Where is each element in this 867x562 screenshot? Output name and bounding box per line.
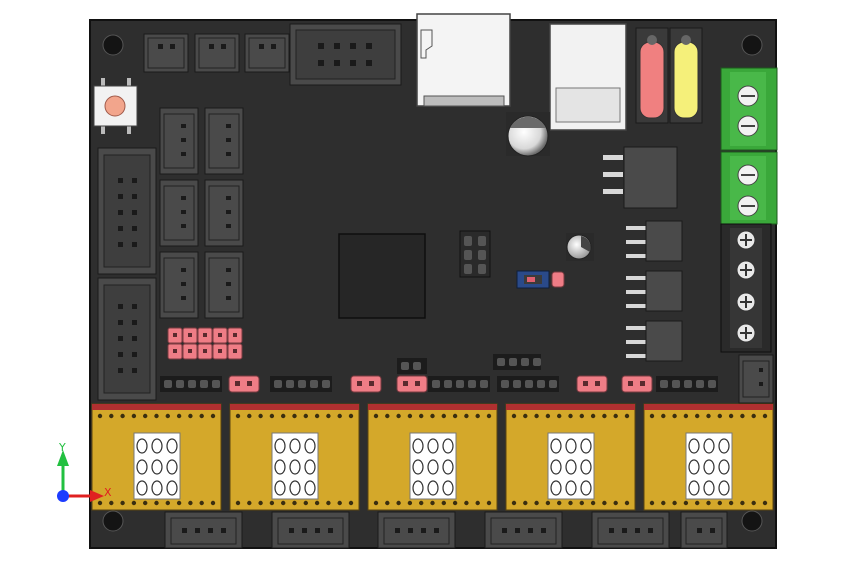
x-axis-arrow — [90, 490, 104, 502]
driver-module — [229, 403, 360, 511]
z-axis-dot — [57, 490, 69, 502]
jst-connector — [194, 33, 240, 73]
green-terminal — [720, 151, 778, 225]
mounting-hole — [102, 510, 124, 532]
mounting-hole — [102, 34, 124, 56]
pink-jumper-block — [167, 327, 243, 360]
green-terminal — [720, 67, 778, 151]
bottom-jst-connectors — [164, 511, 728, 549]
stepper-driver-modules — [91, 403, 774, 511]
y-axis-label: Y — [59, 441, 66, 454]
center-pin-header — [459, 230, 491, 278]
usb-port — [549, 23, 627, 131]
status-leds — [635, 27, 703, 124]
idc-connector-top — [289, 23, 402, 86]
terminal-blocks — [720, 67, 778, 404]
mounting-hole — [741, 34, 763, 56]
axis-triad — [57, 450, 104, 502]
y-axis-arrow — [57, 450, 69, 466]
jst-connector — [143, 33, 189, 73]
crystal — [566, 233, 594, 261]
led-red — [639, 41, 665, 119]
mounting-hole — [741, 510, 763, 532]
led-yellow — [673, 41, 699, 119]
driver-module — [505, 403, 636, 511]
blue-dip-switch — [516, 270, 565, 289]
left-idc-connectors — [97, 147, 157, 401]
mounting-holes — [102, 34, 763, 532]
x-axis-label: X — [104, 486, 112, 499]
driver-module — [643, 403, 774, 511]
sd-card-slot — [416, 13, 511, 107]
top-jst-connectors — [143, 23, 402, 86]
driver-module — [91, 403, 222, 511]
voltage-regulators — [603, 146, 683, 362]
small-jst-right — [738, 354, 774, 404]
endstop-header-row — [160, 354, 718, 393]
black-terminal — [720, 223, 772, 353]
driver-module — [367, 403, 498, 511]
jst-connector — [244, 33, 290, 73]
jst-grid — [159, 107, 244, 319]
reset-button — [93, 78, 138, 134]
capacitor — [506, 112, 550, 157]
mcu-chip — [338, 233, 426, 319]
